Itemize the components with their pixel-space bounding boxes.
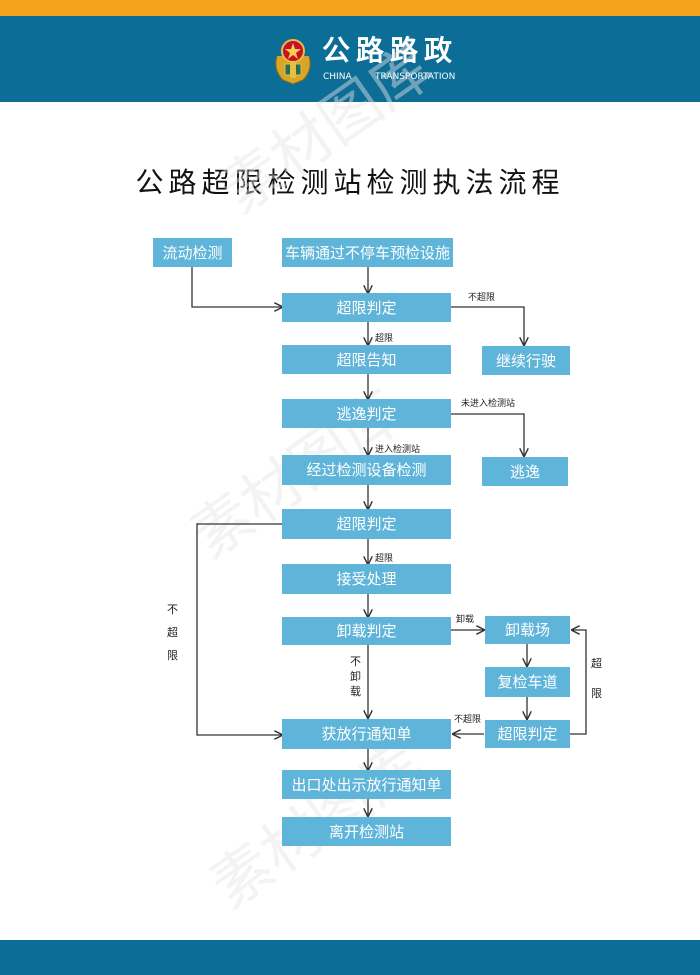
node-station-detect-box <box>282 455 451 485</box>
node-accept-process: 接受处理 <box>282 564 451 594</box>
label-not-unload-3: 载 <box>350 685 361 698</box>
brand-en-transportation: TRANSPORTATION <box>375 72 456 82</box>
node-pre-check-box <box>282 238 453 267</box>
label-not-unload-1: 不 <box>350 655 361 668</box>
label-not-overlimit-1: 不超限 <box>468 291 495 303</box>
node-pre-check: 车辆通过不停车预检设施 <box>282 238 453 267</box>
label-enter-station: 进入检测站 <box>375 443 420 455</box>
node-continue-drive: 继续行驶 <box>482 346 570 375</box>
node-show-notice-label: 出口处出示放行通知单 <box>291 776 441 794</box>
label-not-overlimit-left-2: 超 <box>167 625 178 639</box>
label-not-overlimit-left-1: 不 <box>167 603 178 616</box>
node-release-notice-box <box>282 719 451 749</box>
node-accept-process-label: 接受处理 <box>336 570 396 588</box>
node-unload-judge: 卸载判定 <box>282 617 451 645</box>
brand-name: 公路路政 <box>322 34 459 67</box>
node-overlimit-notice: 超限告知 <box>282 345 451 374</box>
node-escape-judge-box <box>282 399 451 428</box>
label-not-unload-2: 卸 <box>350 669 361 683</box>
edge-labels: 不超限 超限 未进入检测站 进入检测站 超限 不 超 限 卸载 不 卸 载 不超… <box>167 291 602 725</box>
watermark-text-1: 素材图库 <box>208 32 445 227</box>
node-leave-station-label: 离开检测站 <box>329 823 404 841</box>
edge-judge2-to-release <box>196 523 282 735</box>
node-mobile-detect: 流动检测 <box>153 238 232 267</box>
node-overlimit-notice-label: 超限告知 <box>336 351 396 369</box>
node-overlimit-judge-3: 超限判定 <box>485 720 570 748</box>
brand-en-china: CHINA <box>323 72 352 82</box>
nodes: 流动检测 车辆通过不停车预检设施 超限判定 继续行驶 超限告知 逃逸判定 逃逸 <box>153 238 570 846</box>
node-escape-judge: 逃逸判定 <box>282 399 451 428</box>
emblem-icon <box>275 39 311 85</box>
node-station-detect: 经过检测设备检测 <box>282 455 451 485</box>
node-unload-judge-label: 卸载判定 <box>336 622 396 640</box>
node-overlimit-judge-2: 超限判定 <box>282 509 451 539</box>
node-release-notice-label: 获放行通知单 <box>321 725 411 743</box>
node-overlimit-judge-1-label: 超限判定 <box>336 299 396 317</box>
node-overlimit-judge-2-box <box>282 509 451 539</box>
node-continue-drive-label: 继续行驶 <box>496 352 556 370</box>
node-unload-judge-box <box>282 617 451 645</box>
node-pre-check-label: 车辆通过不停车预检设施 <box>285 244 450 262</box>
node-overlimit-judge-3-box <box>485 720 570 748</box>
node-unload-yard-box <box>485 616 570 644</box>
node-show-notice: 出口处出示放行通知单 <box>282 770 451 799</box>
node-overlimit-notice-box <box>282 345 451 374</box>
label-overlimit-2: 超限 <box>375 552 393 564</box>
node-recheck-lane: 复检车道 <box>485 667 570 697</box>
node-escape-box <box>482 457 568 486</box>
edge-escape-judge-to-escape <box>451 413 524 456</box>
node-escape-judge-label: 逃逸判定 <box>336 405 396 423</box>
label-not-overlimit-3: 不超限 <box>454 713 481 725</box>
node-overlimit-judge-3-label: 超限判定 <box>497 725 557 743</box>
node-leave-station: 离开检测站 <box>282 817 451 846</box>
edge-judge1-to-continue <box>451 306 524 345</box>
label-overlimit-1: 超限 <box>375 332 393 344</box>
node-escape-label: 逃逸 <box>510 463 540 481</box>
node-station-detect-label: 经过检测设备检测 <box>306 461 426 479</box>
edge-judge3-to-yard <box>570 630 587 735</box>
label-not-enter-station: 未进入检测站 <box>461 397 515 409</box>
node-unload-yard: 卸载场 <box>485 616 570 644</box>
edge-mobile-to-judge1 <box>191 267 282 307</box>
node-recheck-lane-box <box>485 667 570 697</box>
node-recheck-lane-label: 复检车道 <box>497 673 557 691</box>
node-overlimit-judge-1-box <box>282 293 451 322</box>
edges <box>191 267 587 816</box>
header-band <box>0 16 700 102</box>
label-overlimit-right-2: 限 <box>591 687 602 700</box>
node-mobile-detect-box <box>153 238 232 267</box>
label-overlimit-right-1: 超 <box>591 656 602 670</box>
node-release-notice: 获放行通知单 <box>282 719 451 749</box>
node-escape: 逃逸 <box>482 457 568 486</box>
label-unload: 卸载 <box>456 613 474 625</box>
node-continue-drive-box <box>482 346 570 375</box>
node-mobile-detect-label: 流动检测 <box>162 244 222 262</box>
node-unload-yard-label: 卸载场 <box>505 621 550 639</box>
footer-band <box>0 940 700 975</box>
node-overlimit-judge-1: 超限判定 <box>282 293 451 322</box>
page-title: 公路超限检测站检测执法流程 <box>135 166 565 199</box>
node-accept-process-box <box>282 564 451 594</box>
top-stripe <box>0 0 700 16</box>
node-overlimit-judge-2-label: 超限判定 <box>336 515 396 533</box>
node-show-notice-box <box>282 770 451 799</box>
node-leave-station-box <box>282 817 451 846</box>
label-not-overlimit-left-3: 限 <box>167 649 178 662</box>
